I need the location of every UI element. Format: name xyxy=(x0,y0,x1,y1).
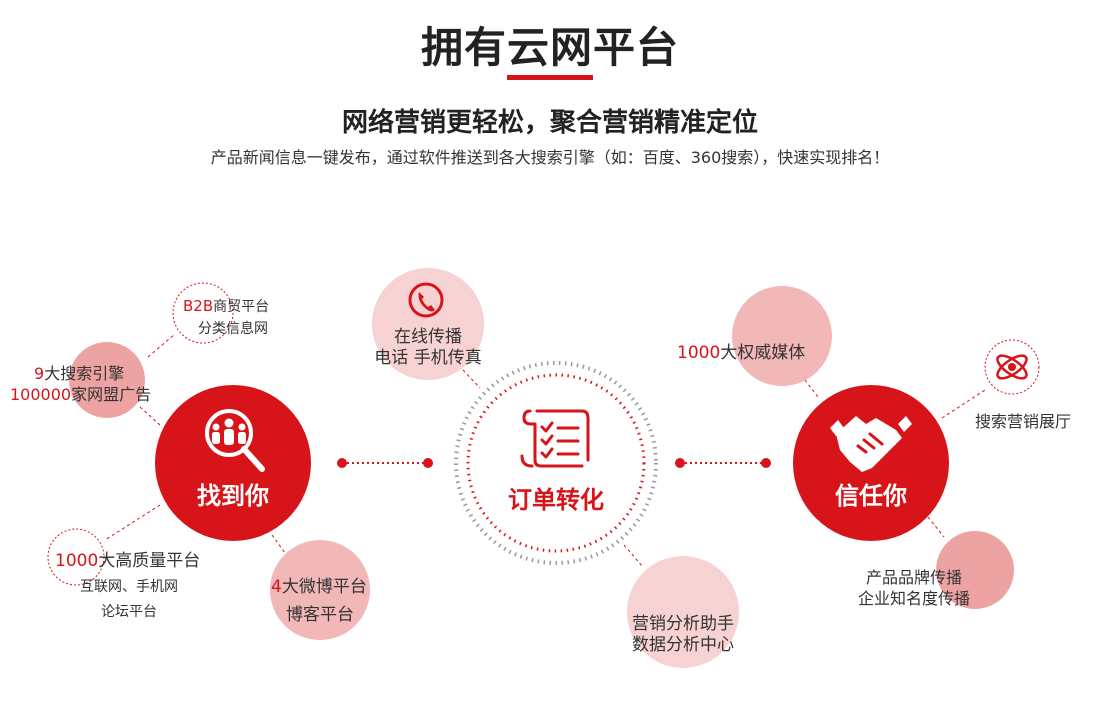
quality-line3: 论坛平台 xyxy=(101,604,157,620)
page-description: 产品新闻信息一键发布，通过软件推送到各大搜索引擎（如：百度、360搜索），快速实… xyxy=(210,148,890,167)
weibo-line2: 博客平台 xyxy=(286,605,354,625)
b2b-outline xyxy=(172,282,234,344)
weibo-bubble xyxy=(270,540,370,640)
online-line1: 在线传播 xyxy=(394,327,462,347)
analysis-line1: 营销分析助手 xyxy=(632,614,734,634)
people-search-icon xyxy=(205,409,265,472)
center-outer-ring xyxy=(454,361,658,565)
spoke-lines xyxy=(104,333,986,568)
analysis-line2: 数据分析中心 xyxy=(632,635,734,655)
page-title: 拥有云网平台 xyxy=(420,23,679,72)
page-subtitle: 网络营销更轻松，聚合营销精准定位 xyxy=(341,108,758,138)
title-underline xyxy=(507,75,593,80)
search-engine-label: 9大搜索引擎 xyxy=(34,364,125,383)
atom-icon xyxy=(996,354,1028,380)
connector-right xyxy=(675,458,771,468)
center-hub-label: 订单转化 xyxy=(508,486,604,514)
left-hub-circle xyxy=(155,385,311,541)
b2b-label: B2B商贸平台 xyxy=(183,297,270,315)
online-line2: 电话 手机传真 xyxy=(374,348,482,368)
center-inner-ring xyxy=(466,373,646,553)
b2b-line2: 分类信息网 xyxy=(198,321,268,337)
search-engine-bubble xyxy=(69,342,145,418)
quality-platform-label: 1000大高质量平台 xyxy=(55,551,201,571)
weibo-label: 4大微博平台 xyxy=(271,577,367,597)
brand-line1: 产品品牌传播 xyxy=(866,568,963,587)
checklist-document-icon xyxy=(520,409,590,468)
left-hub-label: 找到你 xyxy=(197,482,269,510)
handshake-icon xyxy=(830,416,912,472)
phone-icon xyxy=(408,282,444,318)
right-hub-label: 信任你 xyxy=(835,482,907,510)
media-label: 1000大权威媒体 xyxy=(677,343,806,363)
ad-network-label: 100000家网盟广告 xyxy=(10,385,152,404)
quality-outline xyxy=(47,528,105,586)
brand-bubble xyxy=(936,531,1014,609)
connector-left xyxy=(337,458,433,468)
media-bubble xyxy=(732,286,832,386)
quality-line2: 互联网、手机网 xyxy=(80,579,178,595)
analysis-bubble xyxy=(627,556,739,668)
search-hall-label: 搜索营销展厅 xyxy=(975,412,1072,431)
hall-outline xyxy=(984,339,1040,395)
brand-line2: 企业知名度传播 xyxy=(858,589,971,608)
online-bubble xyxy=(372,268,484,380)
